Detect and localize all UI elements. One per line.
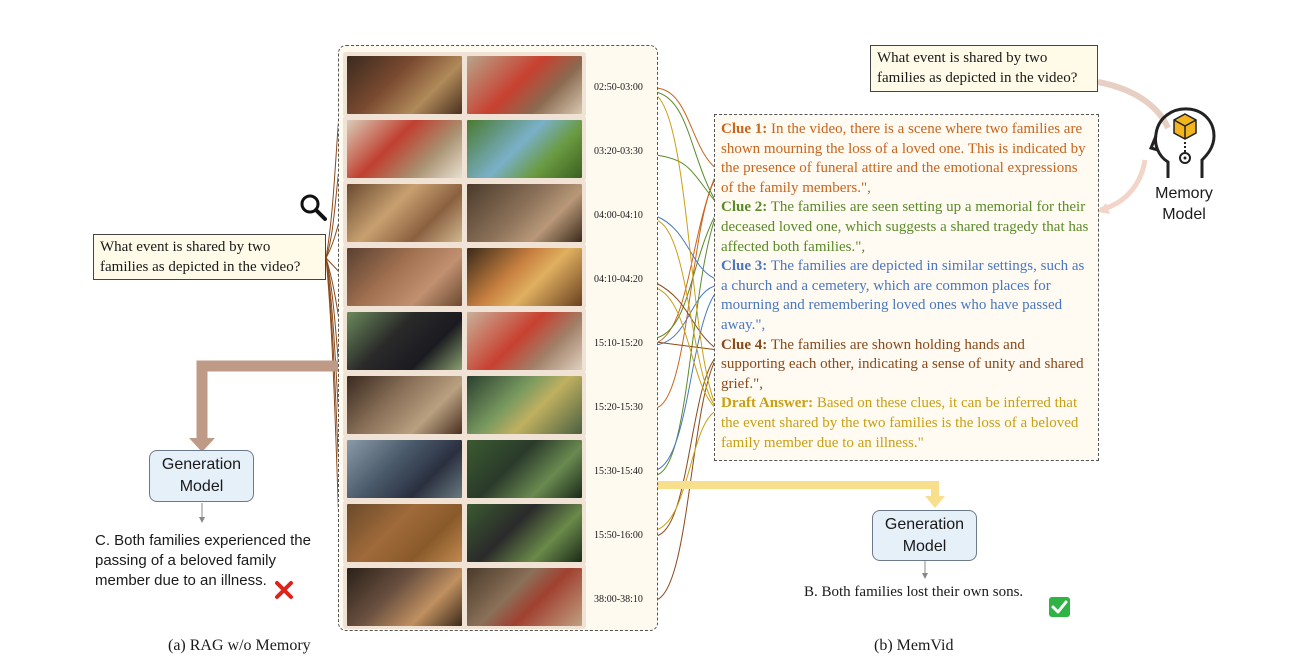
video-frame-thumbnail [347,312,462,370]
frame-timestamp: 15:30-15:40 [594,466,643,477]
clue-4-text: The families are shown holding hands and… [721,336,1084,392]
search-icon [298,192,328,222]
video-frame-thumbnail [347,248,462,306]
video-frame-thumbnail [467,376,582,434]
video-frame-thumbnail [347,568,462,626]
frame-timestamp: 15:10-15:20 [594,338,643,349]
video-frame-thumbnail [467,440,582,498]
rag-answer-text: C. Both families experienced the passing… [95,532,311,589]
draft-answer: Draft Answer: Based on these clues, it c… [721,394,1092,453]
clue-4: Clue 4: The families are shown holding h… [721,336,1092,395]
rag-generation-model-label: Generation Model [161,456,242,495]
video-frame-thumbnail [467,248,582,306]
frame-row [343,244,586,309]
correct-icon [1049,597,1070,617]
clue-to-frame-curves [655,87,719,601]
frame-row [343,116,586,181]
memory-head-icon [1148,104,1220,182]
memvid-generation-model-label: Generation Model [884,516,965,555]
caption-rag: (a) RAG w/o Memory [168,637,311,654]
clue-2: Clue 2: The families are seen setting up… [721,198,1092,257]
memvid-question-box: What event is shared by two families as … [870,45,1098,92]
caption-memvid: (b) MemVid [874,637,954,654]
clue-2-text: The families are seen setting up a memor… [721,199,1089,255]
frame-row [343,52,586,117]
video-frame-thumbnail [347,440,462,498]
clue-3-text: The families are depicted in similar set… [721,258,1085,333]
wrong-icon [274,580,294,600]
memory-model-label: Memory Model [1155,185,1213,223]
video-frame-thumbnail [347,376,462,434]
draft-answer-text: Based on these clues, it can be inferred… [721,395,1079,451]
video-frame-thumbnail [347,120,462,178]
memvid-flow-arrow [656,481,945,508]
frame-timestamp: 04:00-04:10 [594,210,643,221]
frame-timestamp: 03:20-03:30 [594,146,643,157]
frame-timestamp: 15:20-15:30 [594,402,643,413]
video-frame-thumbnail [467,56,582,114]
frame-timestamp: 15:50-16:00 [594,530,643,541]
video-frame-thumbnail [467,504,582,562]
video-frame-thumbnail [467,184,582,242]
video-frame-thumbnail [347,504,462,562]
clue-1-label: Clue 1: [721,121,768,137]
clue-panel: Clue 1: In the video, there is a scene w… [714,114,1099,461]
frame-row [343,180,586,245]
video-frame-thumbnail [347,184,462,242]
video-frame-thumbnail [467,120,582,178]
memvid-answer-text: B. Both families lost their own sons. [804,584,1024,600]
rag-flow-arrow [189,360,338,452]
frame-timestamp: 02:50-03:00 [594,82,643,93]
video-frame-thumbnail [467,568,582,626]
rag-question-text: What event is shared by two families as … [100,239,301,275]
memvid-generation-model-box: Generation Model [872,510,977,561]
clue-1-text: In the video, there is a scene where two… [721,121,1086,196]
clue-2-label: Clue 2: [721,199,768,216]
frame-row [343,500,586,565]
memvid-question-text: What event is shared by two families as … [877,50,1078,86]
clue-3: Clue 3: The families are depicted in sim… [721,257,1092,335]
video-frame-thumbnail [467,312,582,370]
video-frame-thumbnail [347,56,462,114]
frame-row [343,436,586,501]
frame-timestamp: 38:00-38:10 [594,594,643,605]
frame-timestamp: 04:10-04:20 [594,274,643,285]
frame-row [343,308,586,373]
clue-1: Clue 1: In the video, there is a scene w… [721,120,1092,198]
clue-4-label: Clue 4: [721,336,768,353]
draft-answer-label: Draft Answer: [721,395,814,412]
frame-row [343,372,586,437]
memory-flow-arrows [1097,79,1171,214]
rag-question-box: What event is shared by two families as … [93,234,326,280]
clue-3-label: Clue 3: [721,258,768,275]
rag-generation-model-box: Generation Model [149,450,254,502]
frame-row [343,564,586,629]
